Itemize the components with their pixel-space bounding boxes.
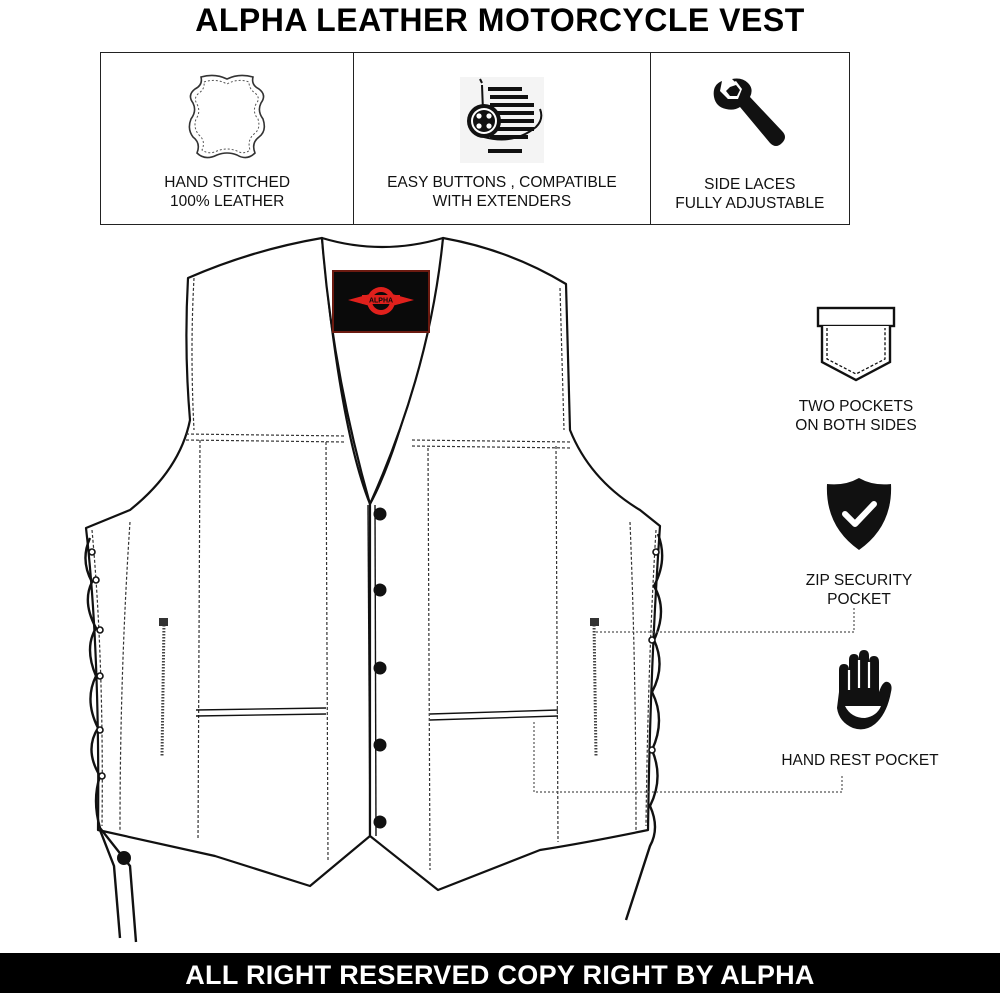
hand-icon <box>837 650 892 730</box>
leather-hide-icon <box>101 71 353 163</box>
patch-text: ALPHA <box>369 298 393 305</box>
vest-illustration: ALPHA <box>70 230 680 955</box>
side-feature-handrest: HAND REST POCKET <box>772 648 948 770</box>
shield-check-icon <box>826 478 892 550</box>
side-feature-pockets: TWO POCKETS ON BOTH SIDES <box>780 306 932 435</box>
side-feature-zip: ZIP SECURITY POCKET <box>784 476 934 609</box>
alpha-patch <box>332 270 430 333</box>
button-thread-icon <box>354 77 649 163</box>
pocket-icon <box>816 306 896 382</box>
copyright-footer: ALL RIGHT RESERVED COPY RIGHT BY ALPHA <box>0 953 1000 993</box>
wrench-icon <box>651 77 849 151</box>
page-title: ALPHA LEATHER MOTORCYCLE VEST <box>195 2 805 38</box>
